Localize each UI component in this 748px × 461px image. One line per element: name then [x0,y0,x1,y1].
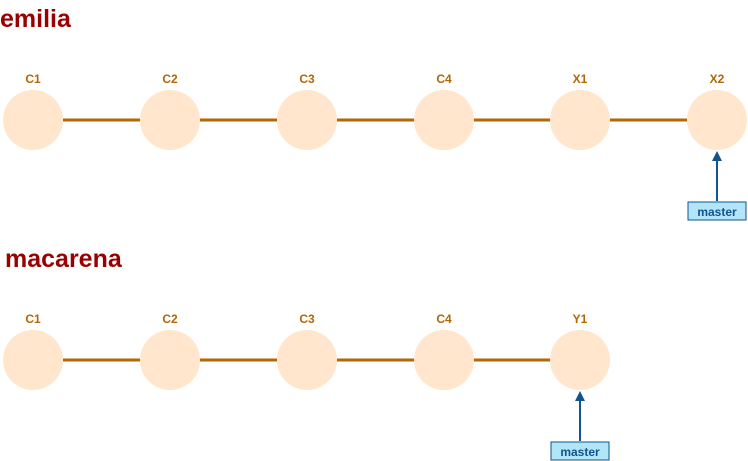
commit-label: C1 [25,72,41,86]
arrow-head-icon [712,151,722,161]
commit-y1: Y1 [550,312,610,390]
commit-label: X1 [573,72,588,86]
commit-label: C2 [162,312,178,326]
repo-title: emilia [0,5,72,33]
commit-label: C3 [299,312,315,326]
commit-node [140,330,200,390]
commit-label: C4 [436,312,452,326]
commit-c1: C1 [3,72,63,150]
commit-label: C4 [436,72,452,86]
branch-label-box [687,201,747,221]
commit-x2: X2 [687,72,747,150]
commit-node [414,90,474,150]
commit-label: Y1 [573,312,588,326]
commit-c1: C1 [3,312,63,390]
commit-label: C3 [299,72,315,86]
commit-node [550,90,610,150]
arrow-head-icon [575,391,585,401]
commit-label: C2 [162,72,178,86]
commit-c4: C4 [414,312,474,390]
commit-c3: C3 [277,72,337,150]
branch-label-box [550,441,610,461]
commit-x1: X1 [550,72,610,150]
commit-node [3,330,63,390]
commit-c4: C4 [414,72,474,150]
commit-label: X2 [710,72,725,86]
branch-pointer-master: master [550,391,610,461]
commit-node [550,330,610,390]
commit-node [687,90,747,150]
commit-node [277,90,337,150]
commit-node [277,330,337,390]
commit-node [414,330,474,390]
commit-c3: C3 [277,312,337,390]
commit-c2: C2 [140,312,200,390]
commit-node [3,90,63,150]
commit-label: C1 [25,312,41,326]
commit-c2: C2 [140,72,200,150]
repo-title: macarena [5,245,123,273]
commit-node [140,90,200,150]
branch-pointer-master: master [687,151,747,221]
branch-label: master [560,445,600,459]
branch-label: master [697,205,737,219]
